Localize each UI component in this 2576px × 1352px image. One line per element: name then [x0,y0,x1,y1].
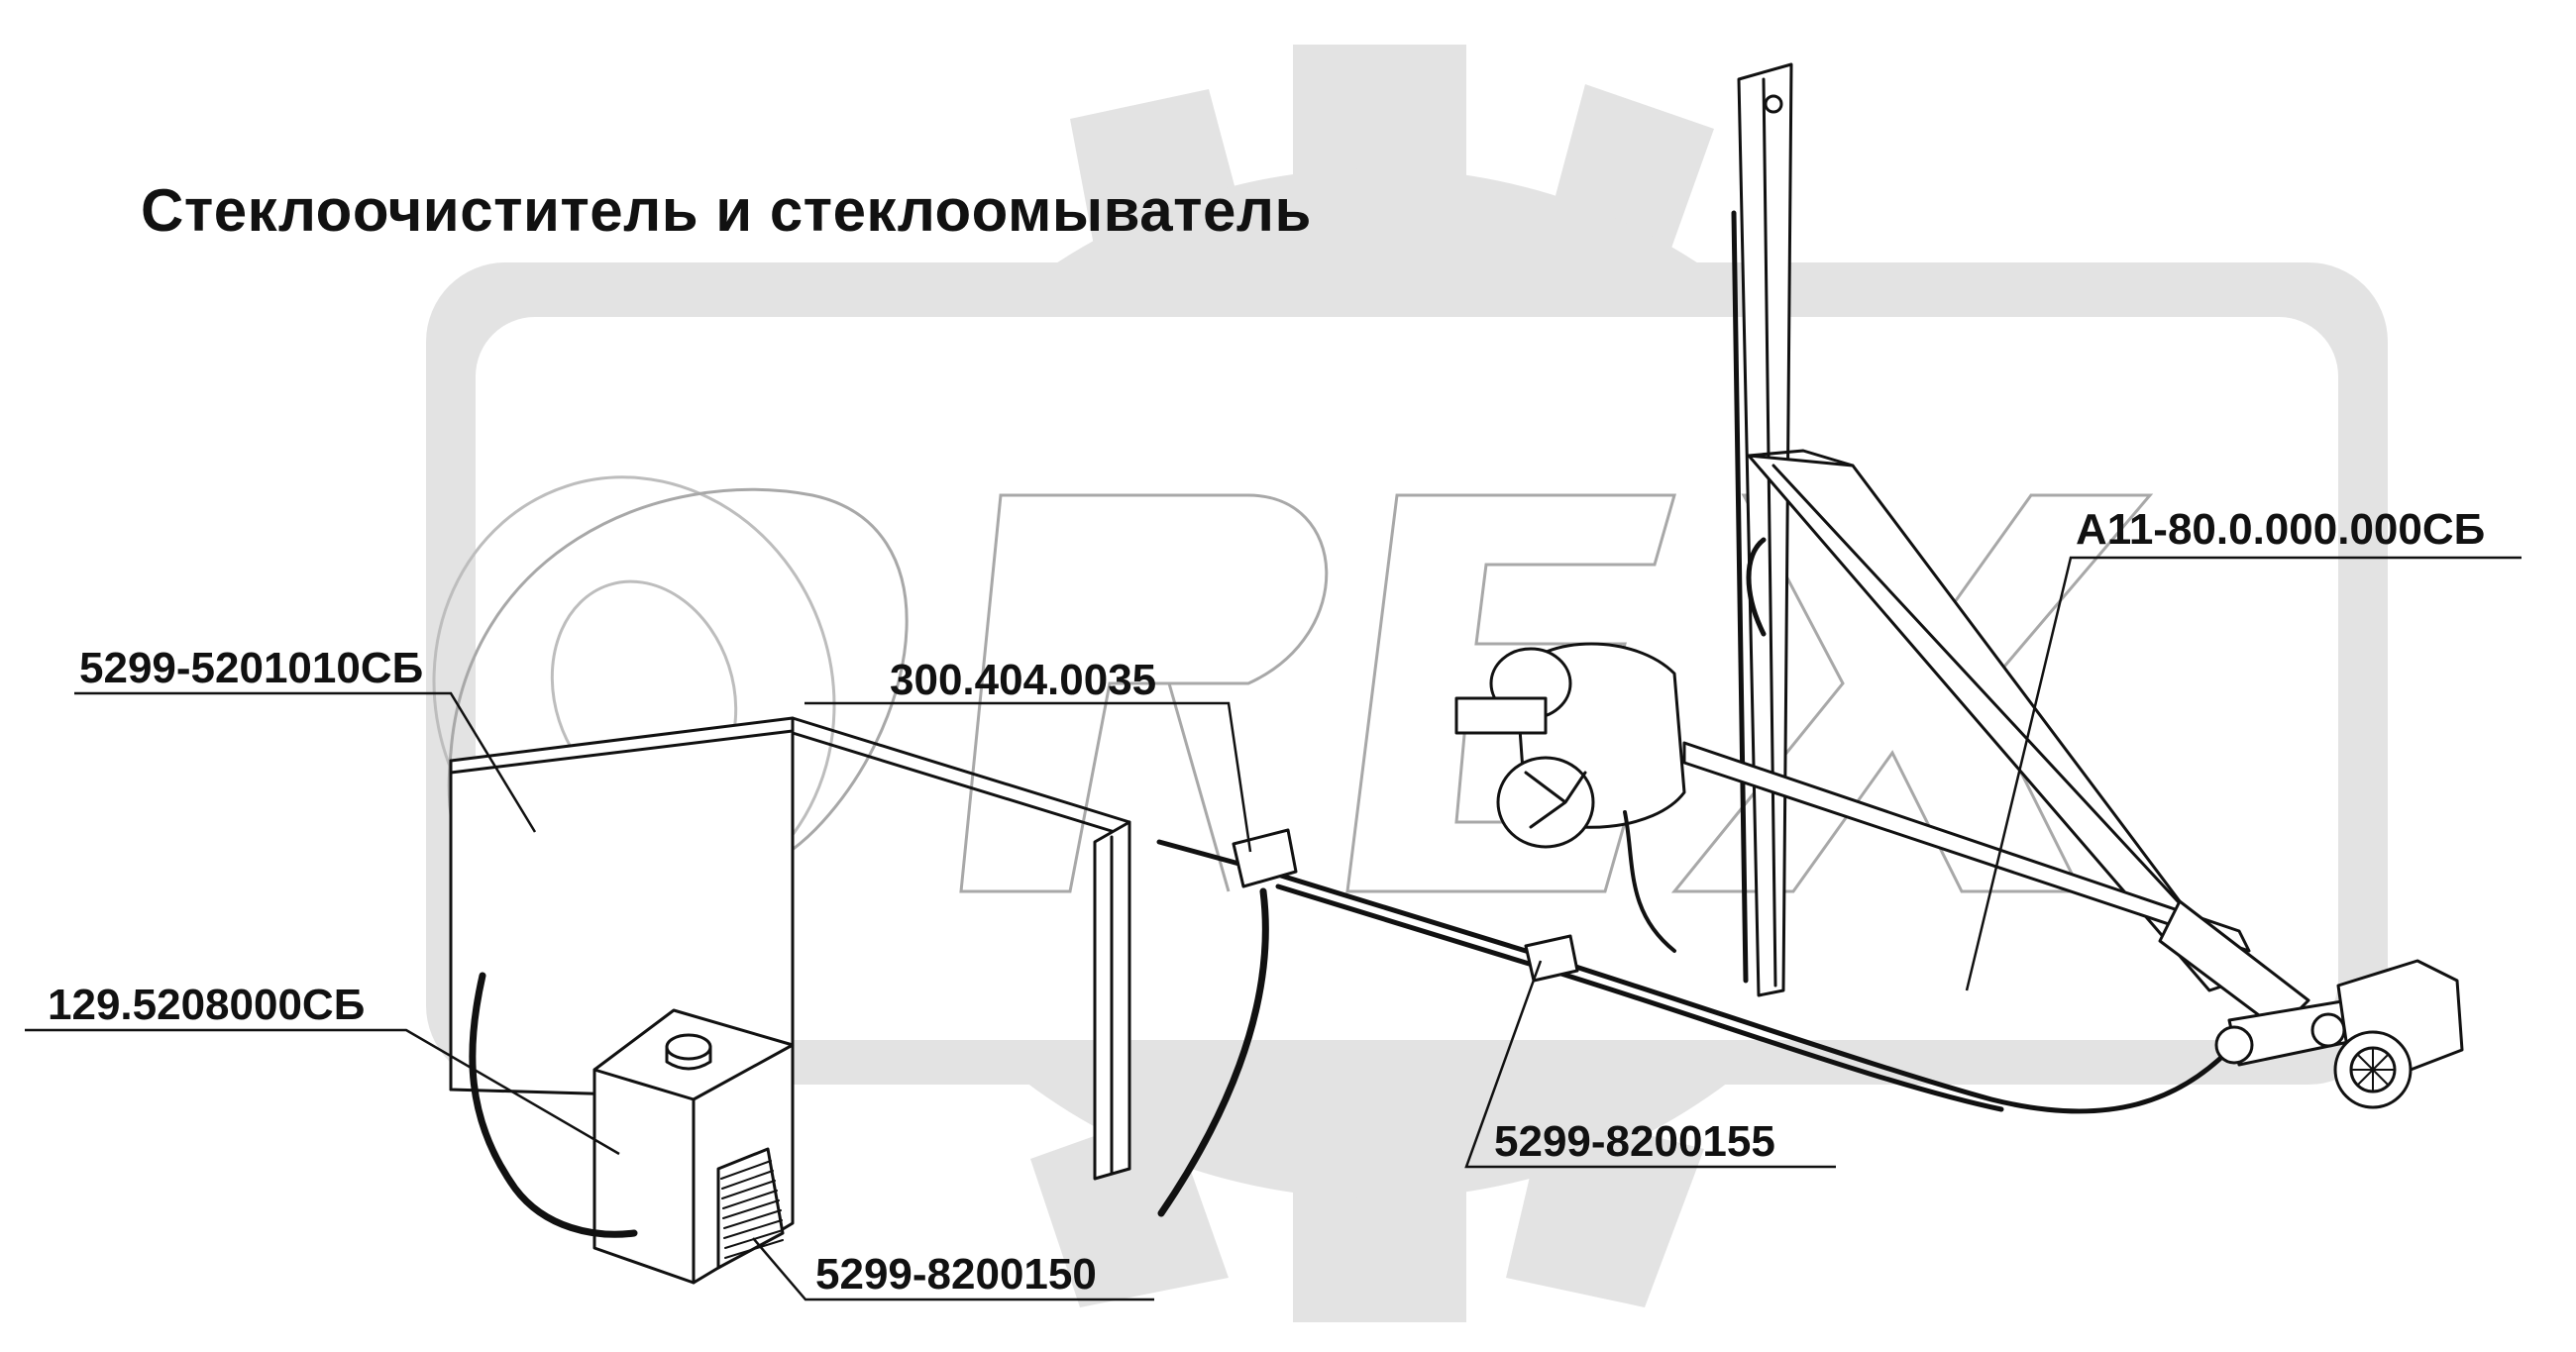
wiper-motor [1454,642,1686,953]
callout-pump: 5299-8200150 [815,1250,1097,1299]
leader-connector-2 [1464,960,1836,1169]
wiper-blade [1731,62,1793,997]
callout-washer-tank: 129.5208000СБ [48,981,366,1029]
logo-r-shape [959,493,1329,893]
callout-reservoir-frame: 5299-5201010СБ [79,644,424,692]
callout-connector-2: 5299-8200155 [1494,1117,1775,1166]
leader-wiper-assembly [1965,556,2522,991]
hose-main [1156,839,2232,1114]
callout-connector-1: 300.404.0035 [890,656,1157,704]
callout-wiper-assembly: А11-80.0.000.000СБ [2076,505,2486,554]
leader-connector-1 [805,701,1252,853]
washer-tank [592,1008,795,1285]
tank-grille [720,1160,784,1259]
hose-tank-left [469,972,638,1238]
hose-upper [1275,884,2004,1112]
connector-box-2 [1524,934,1579,983]
reservoir-frame-panel [449,716,1131,1181]
hose-frame-lower [1157,887,1269,1217]
wiper-drive-unit [2333,959,2464,1109]
leader-washer-tank [25,1028,620,1156]
leader-reservoir-frame [74,691,537,833]
diagram-title: Стеклоочиститель и стеклоомыватель [141,177,1312,244]
leader-pump [752,1237,1154,1301]
wiper-arm [1682,449,2360,1067]
